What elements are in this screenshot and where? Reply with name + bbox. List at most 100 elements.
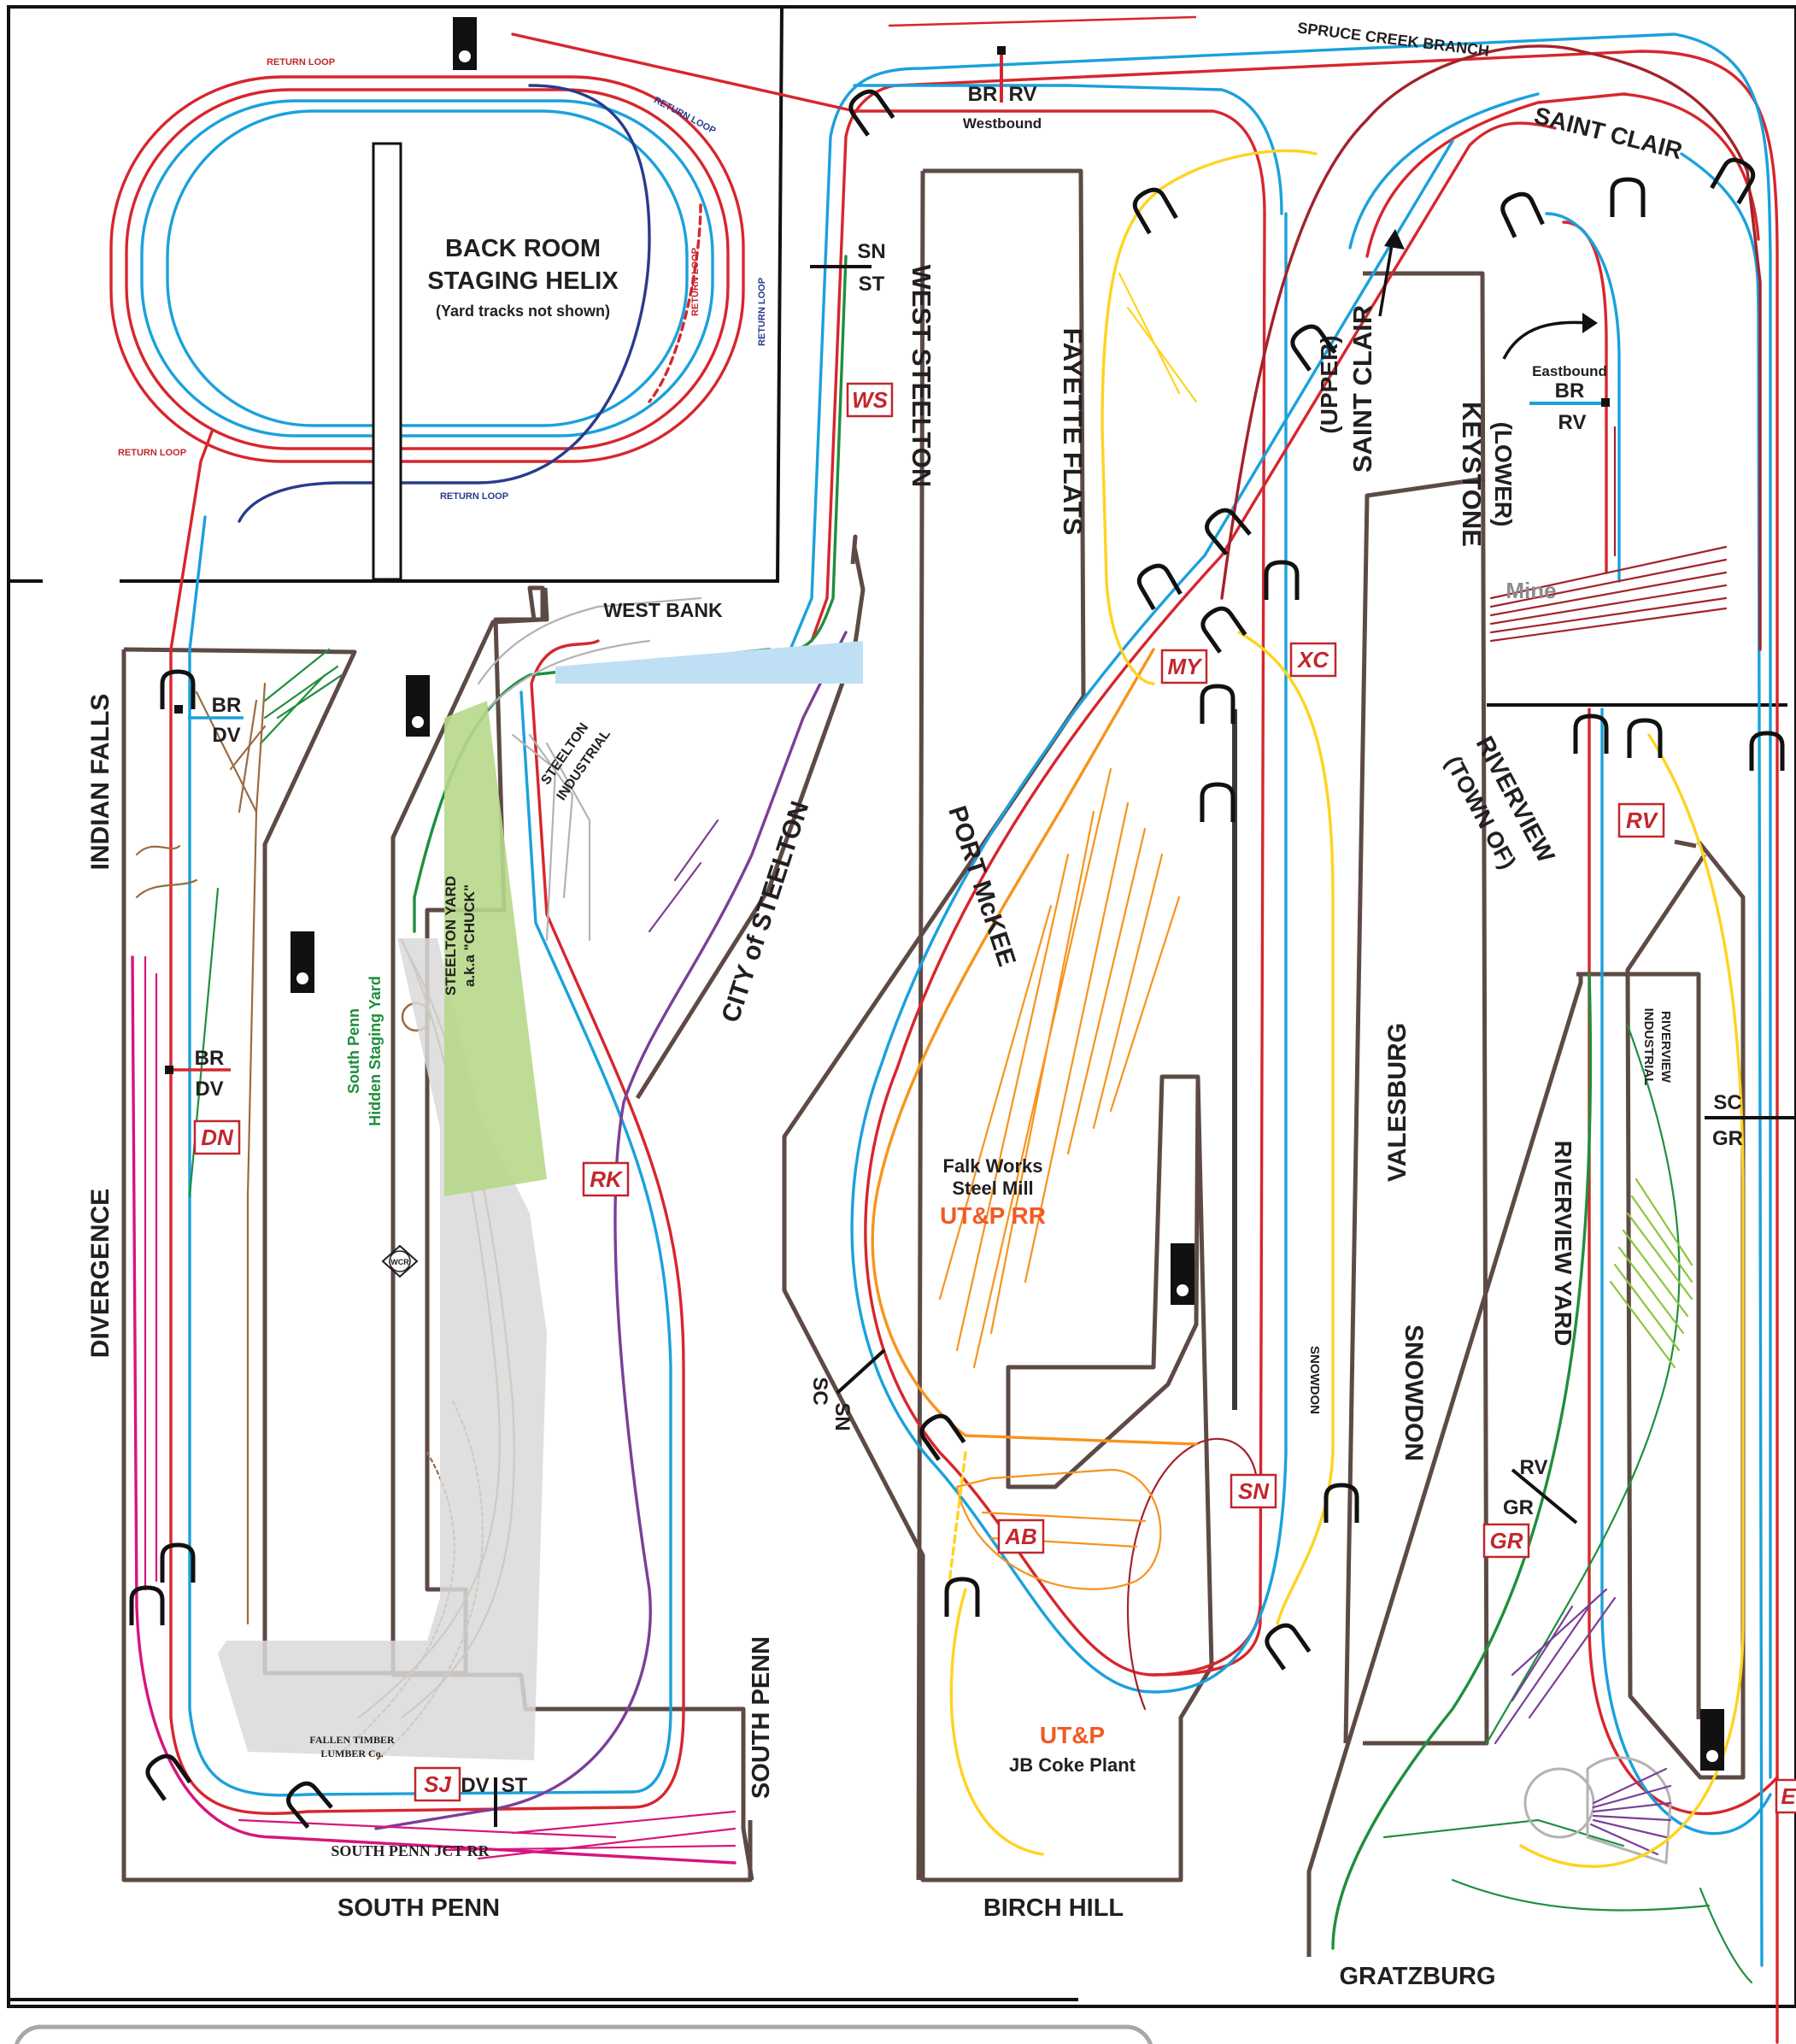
return-loop-label-1: RETURN LOOP xyxy=(267,57,335,68)
upper-saint-clair-label: SAINT CLAIR xyxy=(1347,305,1377,473)
birch-hill-label: BIRCH HILL xyxy=(983,1894,1124,1922)
south-penn-jct-label: SOUTH PENN JCT RR xyxy=(331,1842,490,1859)
staging-note: (Yard tracks not shown) xyxy=(436,302,610,320)
fallen-timber-label-1: FALLEN TIMBER xyxy=(309,1734,395,1746)
return-loop-label-5: RETURN LOOP xyxy=(690,248,701,316)
spruce-creek-branch xyxy=(888,15,1762,1711)
station-tag-gr: GR xyxy=(1482,1523,1530,1559)
snowdon-small-label: SNOWDON xyxy=(1307,1346,1322,1414)
reversing-marker-icon xyxy=(1132,187,1178,235)
reversing-marker-icon xyxy=(1710,157,1756,205)
hidden-staging-label-1: South Penn xyxy=(345,1008,362,1094)
south-penn-label: SOUTH PENN xyxy=(337,1894,500,1922)
reversing-marker-icon xyxy=(1324,1483,1359,1523)
station-tag-label: XC xyxy=(1296,647,1329,673)
reversing-marker-icon xyxy=(1573,714,1609,754)
utp-label: UT&P xyxy=(1040,1722,1105,1748)
eastbound-label: Eastbound xyxy=(1532,363,1607,379)
station-tag-dn: DN xyxy=(193,1119,241,1155)
mainline-tracks xyxy=(169,32,1779,2044)
signal-blocks: BR RV Westbound Eastbound BR RV BR DV BR… xyxy=(165,46,1794,1827)
return-loop-label-2: RETURN LOOP xyxy=(118,448,186,458)
reversing-marker-icon xyxy=(1205,508,1252,556)
falk-works-label: Falk Works xyxy=(943,1155,1043,1177)
block-br-eastbound: BR xyxy=(1555,379,1585,402)
station-tag-rv: RV xyxy=(1617,802,1665,838)
spruce-creek-label: SPRUCE CREEK BRANCH xyxy=(1296,19,1490,59)
reversing-marker-icon xyxy=(145,1753,192,1801)
riverview-industrial-label-2: INDUSTRIAL xyxy=(1641,1008,1656,1086)
block-dv-sj: DV xyxy=(461,1774,489,1797)
bottom-frame xyxy=(15,2024,1153,2044)
block-sc-east: SC xyxy=(1713,1091,1741,1114)
station-tags: WS MY XC DN RK AB SN SJ RV GR E xyxy=(193,382,1796,1814)
reversing-marker-icon xyxy=(1136,563,1183,611)
steel-mill-tracks xyxy=(871,648,1198,1590)
steelton-yard-label-2: a.k.a "CHUCK" xyxy=(461,884,478,987)
station-tag-rk: RK xyxy=(582,1161,630,1197)
block-br-divergence: BR xyxy=(195,1047,225,1070)
station-tag-xc: XC xyxy=(1289,642,1337,678)
station-tag-label: WS xyxy=(852,387,889,413)
reversing-marker-icon xyxy=(129,1585,165,1625)
return-loop-label-4: RETURN LOOP xyxy=(652,95,717,136)
reversing-marker-icon xyxy=(1200,684,1235,724)
hidden-staging-area xyxy=(218,641,863,1760)
block-rv-gratz: RV xyxy=(1520,1456,1548,1479)
reversing-marker-icon xyxy=(1749,731,1785,771)
return-loop-label-6: RETURN LOOP xyxy=(757,278,767,346)
westbound-label: Westbound xyxy=(963,115,1042,132)
reversing-marker-icon xyxy=(1200,606,1247,654)
block-br-indian-falls: BR xyxy=(212,694,242,717)
city-of-steelton-label: CITY of STEELTON xyxy=(717,798,815,1026)
fayette-flats-label: FAYETTE FLATS xyxy=(1058,328,1088,536)
reversing-marker-icon xyxy=(1627,718,1663,758)
station-tag-label: E xyxy=(1781,1783,1796,1809)
west-bank-label: WEST BANK xyxy=(603,599,723,621)
staging-helix: BACK ROOM STAGING HELIX (Yard tracks not… xyxy=(109,17,767,581)
station-tag-my: MY xyxy=(1160,649,1208,684)
purple-tracks xyxy=(374,631,1672,1865)
reversing-marker-icon xyxy=(1265,1623,1312,1671)
west-steelton-label: WEST STEELTON xyxy=(907,265,936,488)
saint-clair-label: SAINT CLAIR xyxy=(1532,102,1686,164)
block-rv-westbound: RV xyxy=(1009,83,1037,106)
reversing-marker-icon xyxy=(1610,177,1646,217)
gratzburg-label: GRATZBURG xyxy=(1339,1963,1495,1990)
station-tag-ab: AB xyxy=(997,1518,1045,1554)
reversing-marker-icon xyxy=(919,1413,966,1461)
upper-label: (UPPER) xyxy=(1316,335,1342,433)
station-tag-label: MY xyxy=(1168,654,1204,679)
station-tag-label: DN xyxy=(201,1125,234,1150)
reversing-marker-icon xyxy=(944,1577,980,1617)
mine-label: Mine xyxy=(1505,578,1556,603)
station-tag-sj: SJ xyxy=(414,1766,461,1802)
keystone-label: KEYSTONE xyxy=(1457,402,1487,547)
reversing-marker-icon xyxy=(160,669,196,709)
fallen-timber-label-2: LUMBER Co. xyxy=(320,1747,383,1759)
indian-falls-label: INDIAN FALLS xyxy=(86,694,114,871)
station-tag-e: E xyxy=(1775,1778,1796,1814)
station-tag-sn-snowdon: SN xyxy=(1230,1473,1277,1509)
reversing-marker-icon xyxy=(1200,782,1235,822)
yellow-tracks xyxy=(947,149,1745,1868)
station-tag-label: AB xyxy=(1004,1524,1037,1549)
reversing-marker-icon xyxy=(286,1781,333,1830)
wcr-logo: WCR xyxy=(381,1244,419,1278)
staging-title-2: STAGING HELIX xyxy=(427,267,619,295)
station-tag-ws: WS xyxy=(846,382,894,418)
block-sn-port: SN xyxy=(831,1402,854,1430)
station-tag-label: GR xyxy=(1490,1528,1523,1554)
wcr-logo-text: WCR xyxy=(390,1258,409,1266)
coke-plant-label: JB Coke Plant xyxy=(1009,1754,1136,1776)
green-tracks xyxy=(188,255,1753,1984)
block-gr-gratz: GR xyxy=(1503,1496,1534,1519)
reversing-marker-icon xyxy=(848,89,895,137)
return-loop-label-3: RETURN LOOP xyxy=(440,491,508,502)
block-st-sj: ST xyxy=(502,1774,528,1797)
block-sn-west: SN xyxy=(857,240,885,263)
steelton-industrial-tracks xyxy=(477,596,702,942)
riverview-industrial-label-1: RIVERVIEW xyxy=(1658,1011,1673,1084)
reversing-marker-icon xyxy=(160,1542,196,1583)
